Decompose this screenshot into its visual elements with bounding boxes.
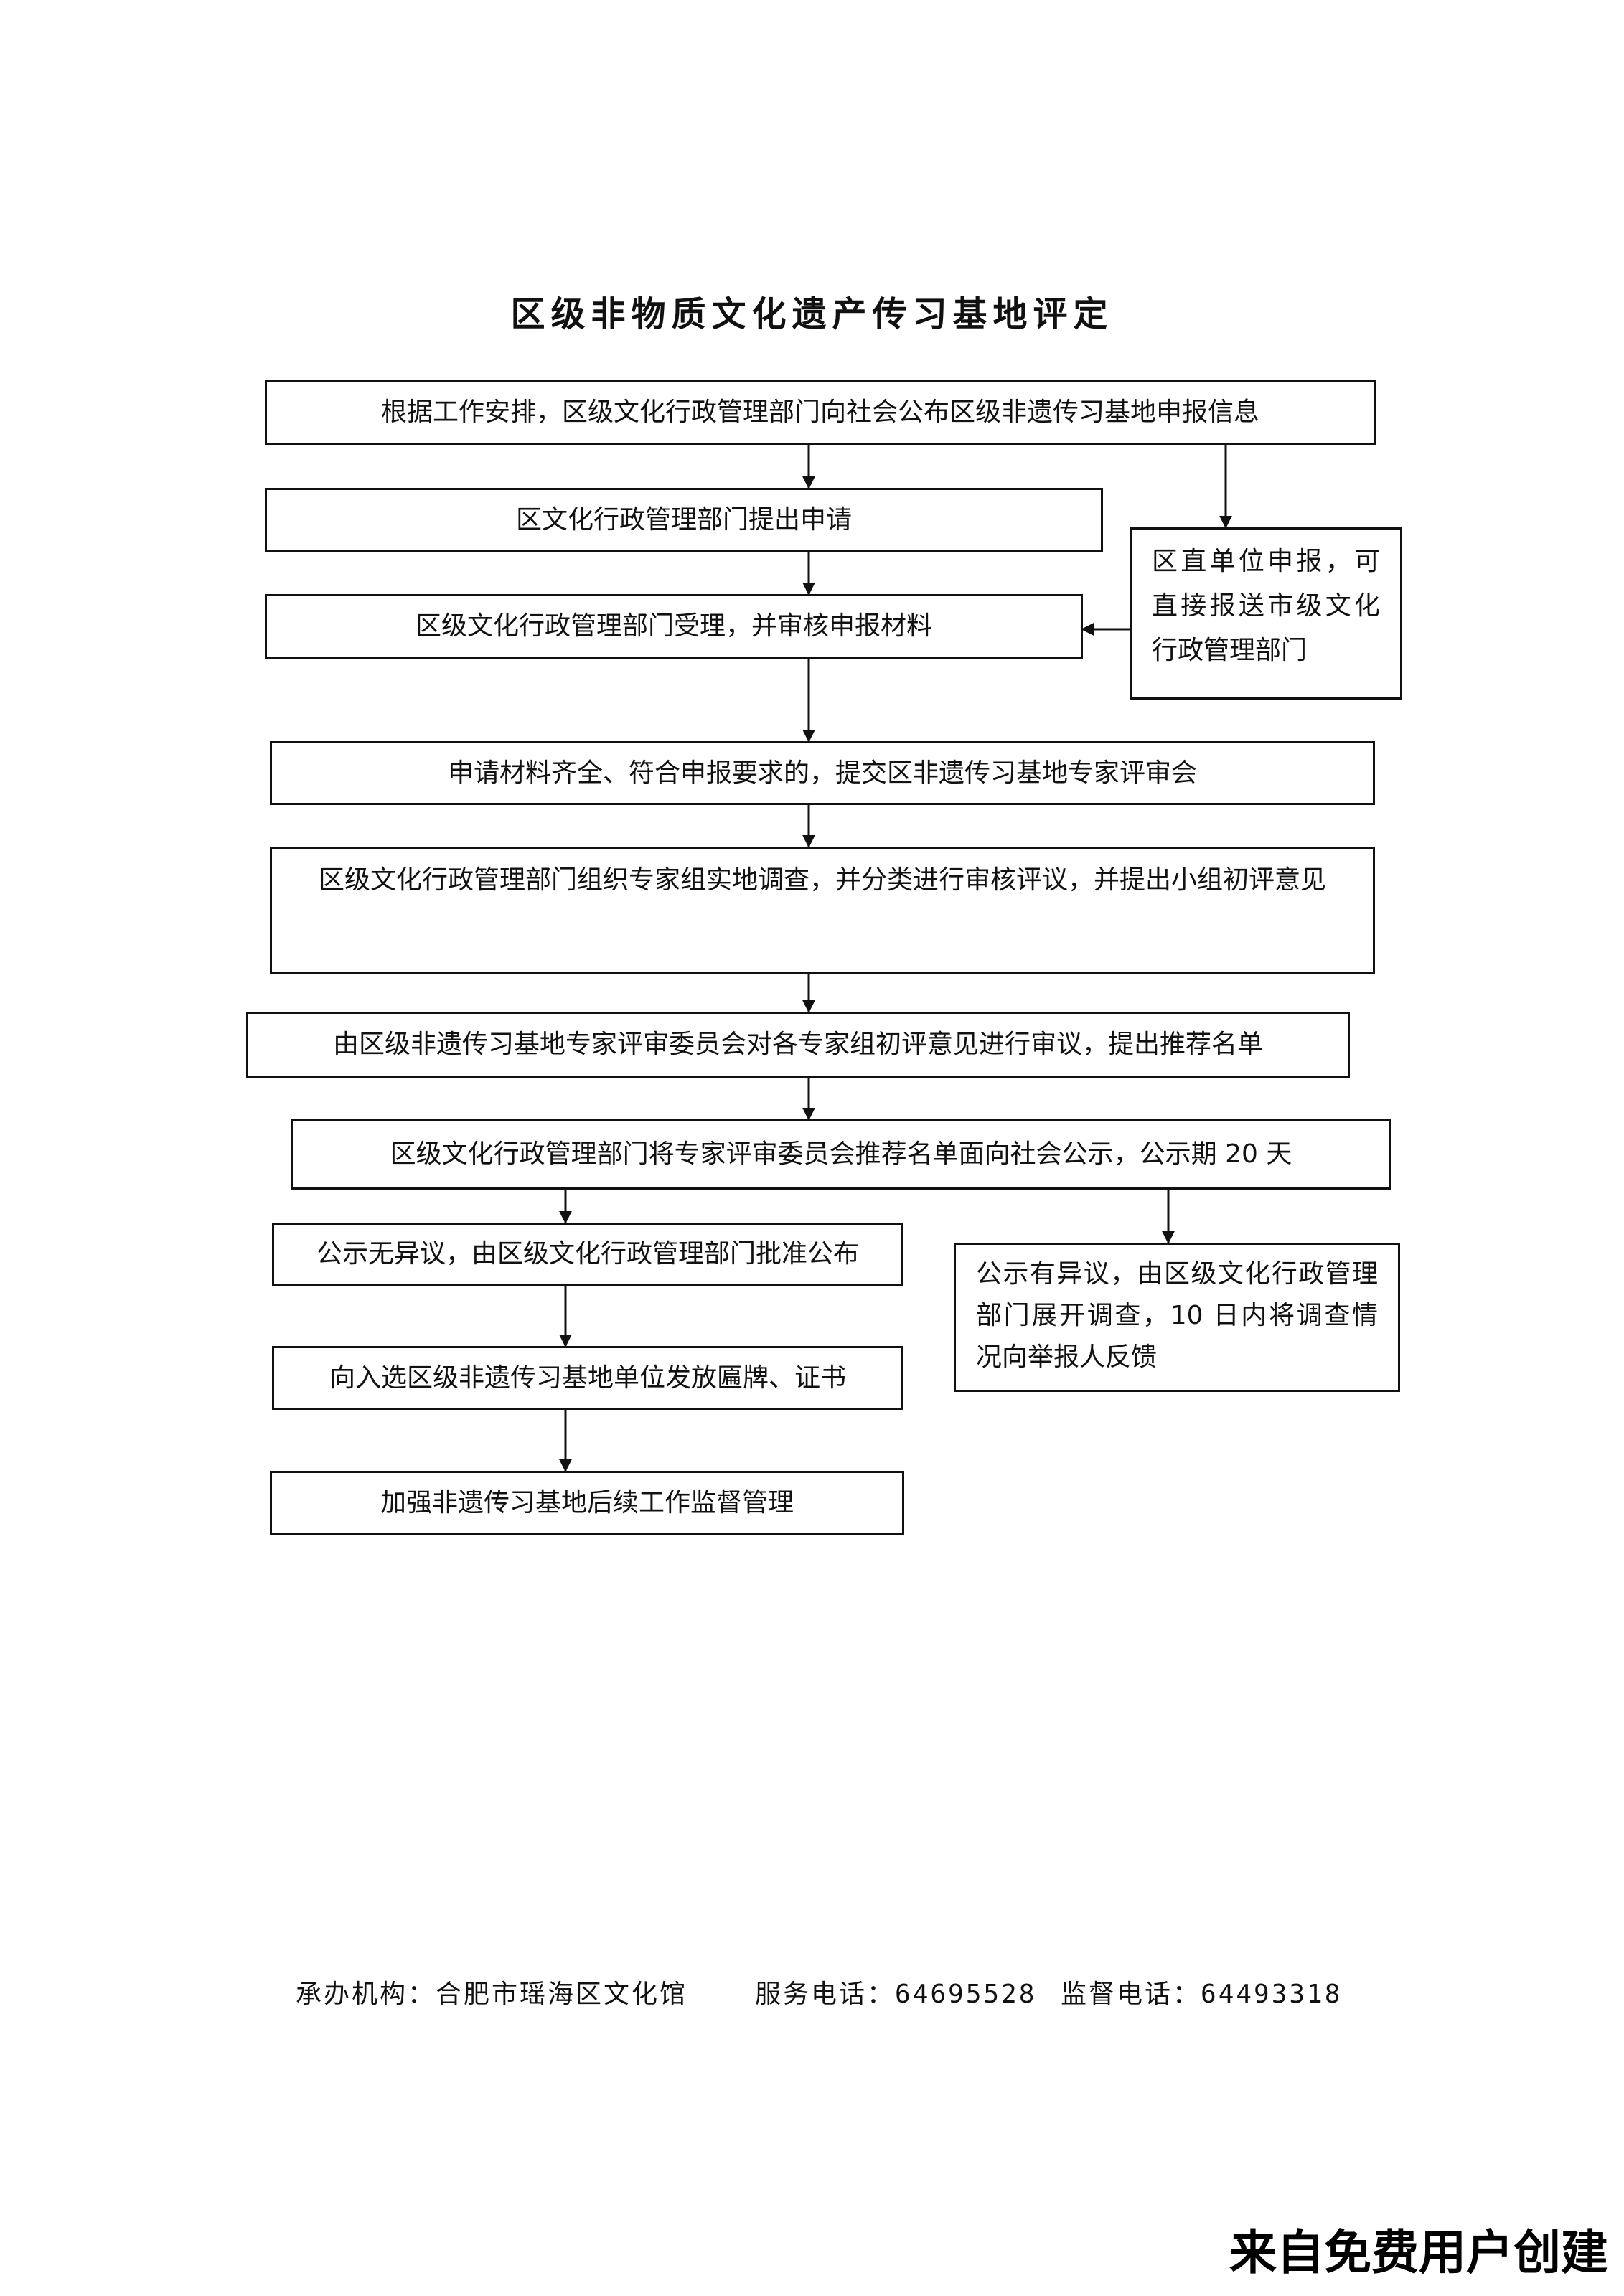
footer-supervise-phone: 64493318 bbox=[1201, 1980, 1343, 2009]
step-committee-review: 由区级非遗传习基地专家评审委员会对各专家组初评意见进行审议，提出推荐名单 bbox=[246, 1012, 1350, 1078]
step-objection-investigation: 公示有异议，由区级文化行政管理部门展开调查，10 日内将调查情况向举报人反馈 bbox=[954, 1243, 1400, 1392]
footer-org-label: 承办机构： bbox=[296, 1980, 436, 2009]
step-issue-plaque: 向入选区级非遗传习基地单位发放匾牌、证书 bbox=[272, 1346, 903, 1410]
footer-supervise: 监督电话：64493318 bbox=[1061, 1973, 1342, 2010]
step-field-investigation: 区级文化行政管理部门组织专家组实地调查，并分类进行审核评议，并提出小组初评意见 bbox=[270, 847, 1375, 974]
page-title: 区级非物质文化遗产传习基地评定 bbox=[510, 294, 1114, 334]
footer-service-label: 服务电话： bbox=[755, 1980, 896, 2009]
step-submit-expert-panel: 申请材料齐全、符合申报要求的，提交区非遗传习基地专家评审会 bbox=[270, 741, 1375, 805]
side-direct-unit-note: 区直单位申报，可直接报送市级文化行政管理部门 bbox=[1130, 527, 1402, 700]
step-accept-review: 区级文化行政管理部门受理，并审核申报材料 bbox=[265, 594, 1083, 659]
step-approve-publish: 公示无异议，由区级文化行政管理部门批准公布 bbox=[272, 1223, 903, 1286]
step-public-notice: 区级文化行政管理部门将专家评审委员会推荐名单面向社会公示，公示期 20 天 bbox=[291, 1119, 1391, 1190]
step-publish-info: 根据工作安排，区级文化行政管理部门向社会公布区级非遗传习基地申报信息 bbox=[265, 380, 1376, 445]
footer-supervise-label: 监督电话： bbox=[1061, 1980, 1201, 2009]
footer-org: 承办机构：合肥市瑶海区文化馆 bbox=[296, 1973, 687, 2010]
step-supervision: 加强非遗传习基地后续工作监督管理 bbox=[270, 1471, 904, 1535]
footer-service-phone: 64695528 bbox=[895, 1980, 1037, 2009]
step-submit-application: 区文化行政管理部门提出申请 bbox=[265, 488, 1103, 552]
footer-service: 服务电话：64695528 bbox=[755, 1973, 1036, 2010]
watermark: 来自免费用户创建 bbox=[1229, 2225, 1608, 2280]
footer-org-name: 合肥市瑶海区文化馆 bbox=[436, 1980, 688, 2009]
